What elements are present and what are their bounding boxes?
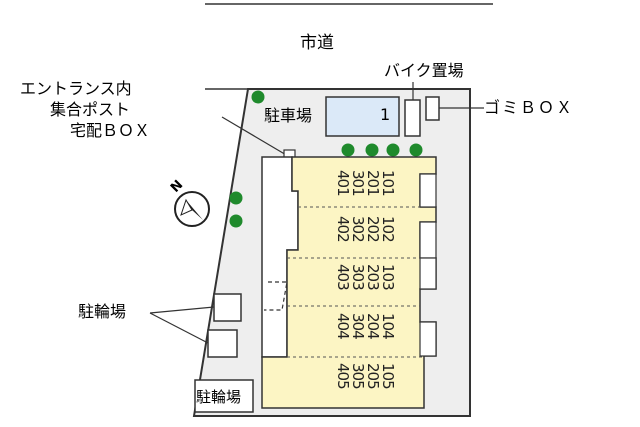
- unit-number: 301: [349, 170, 367, 196]
- bicycle-parking-box: [194, 379, 254, 413]
- unit-number: 105: [379, 363, 397, 389]
- bicycle-parking-label: 駐輪場: [78, 302, 127, 321]
- bicycle-parking-box-label: 駐輪場: [196, 388, 242, 406]
- bicycle-leader-line: [149, 306, 215, 314]
- entrance-label-line2: 集合ポスト: [50, 100, 131, 119]
- unit-number: 403: [334, 264, 352, 290]
- bicycle-rack: [207, 329, 238, 358]
- tree: [365, 143, 379, 157]
- entrance-label-line1: エントランス内: [20, 79, 132, 98]
- bike-parking-box: [404, 99, 421, 137]
- car-parking-space: [325, 96, 400, 137]
- bicycle-rack: [213, 293, 242, 322]
- unit-number: 302: [349, 216, 367, 242]
- garbage-box: [425, 96, 440, 121]
- tree: [229, 214, 243, 228]
- compass-icon: [174, 191, 210, 227]
- unit-number: 404: [334, 313, 352, 339]
- car-space-number: 1: [380, 105, 391, 124]
- balcony-box: [419, 321, 437, 357]
- tree: [409, 143, 423, 157]
- unit-number: 304: [349, 313, 367, 339]
- stairs: [264, 281, 288, 311]
- tree: [251, 90, 265, 104]
- balcony-box: [419, 257, 437, 290]
- unit-number: 201: [364, 170, 382, 196]
- tree: [341, 143, 355, 157]
- balcony-box: [419, 221, 437, 259]
- bike-parking-label: バイク置場: [384, 61, 464, 80]
- entrance-label-line3: 宅配ＢＯＸ: [70, 121, 151, 140]
- unit-number: 104: [379, 313, 397, 339]
- unit-number: 203: [364, 264, 382, 290]
- unit-number: 402: [334, 216, 352, 242]
- unit-number: 305: [349, 363, 367, 389]
- post-leader-line: [221, 116, 289, 157]
- unit-number: 204: [364, 313, 382, 339]
- tree: [229, 191, 243, 205]
- car-parking-label: 駐車場: [264, 106, 313, 125]
- bicycle-leader-line: [149, 312, 209, 344]
- unit-number: 303: [349, 264, 367, 290]
- tree: [386, 143, 400, 157]
- unit-number: 401: [334, 170, 352, 196]
- balcony-box: [419, 173, 437, 208]
- unit-number: 205: [364, 363, 382, 389]
- unit-number: 405: [334, 363, 352, 389]
- unit-number: 202: [364, 216, 382, 242]
- road-label: 市道: [300, 33, 334, 53]
- unit-number: 103: [379, 264, 397, 290]
- unit-number: 102: [379, 216, 397, 242]
- unit-number: 101: [379, 170, 397, 196]
- garbage-box-label: ゴミＢＯＸ: [484, 98, 575, 117]
